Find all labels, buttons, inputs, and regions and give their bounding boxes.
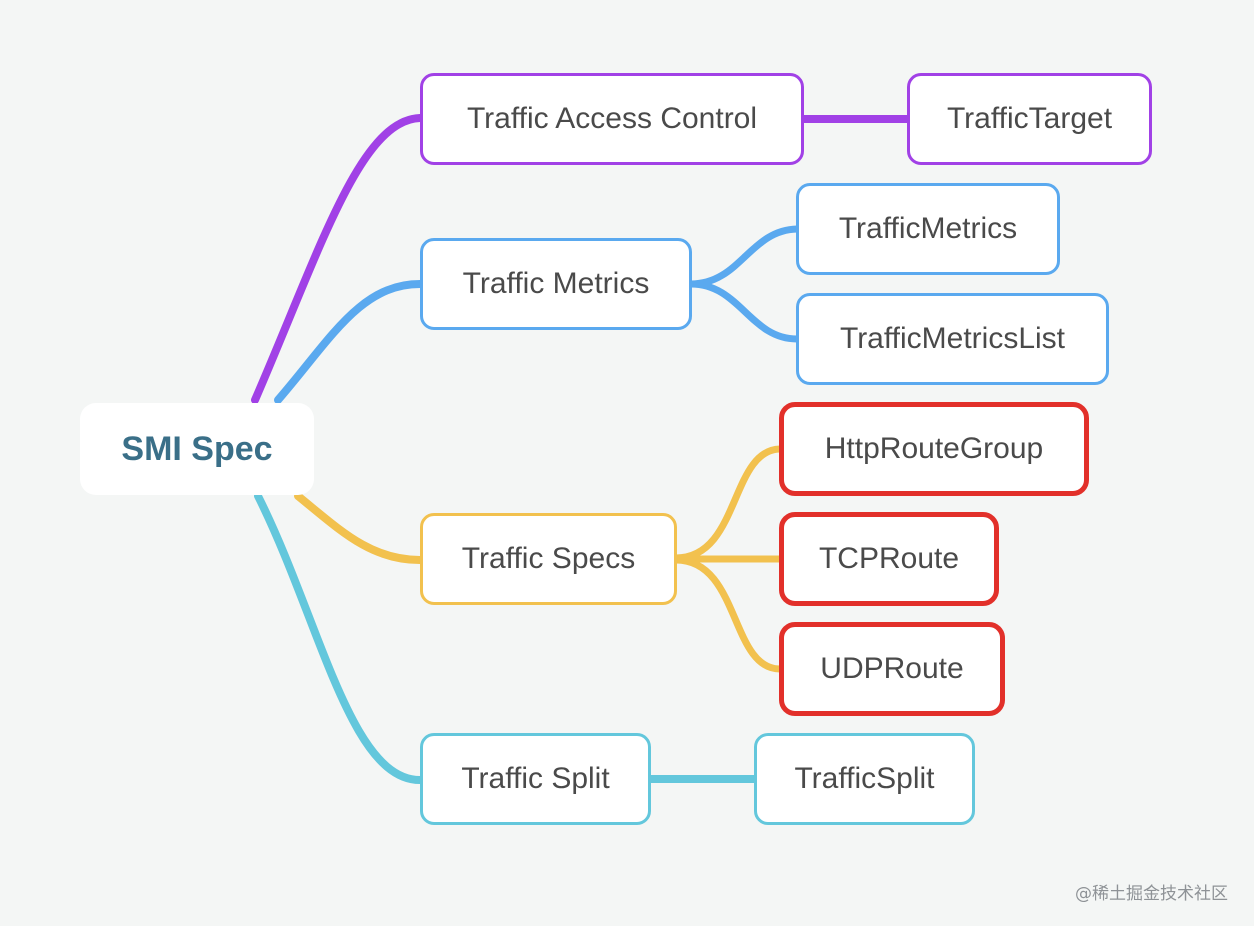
node-traffic-metrics[interactable]: Traffic Metrics bbox=[420, 238, 692, 330]
node-label: TrafficMetricsList bbox=[839, 322, 1066, 355]
node-traffic-split[interactable]: Traffic Split bbox=[420, 733, 651, 825]
node-label: TrafficTarget bbox=[946, 102, 1113, 135]
node-trafficmetricslist[interactable]: TrafficMetricsList bbox=[796, 293, 1109, 385]
node-udproute[interactable]: UDPRoute bbox=[779, 622, 1005, 716]
node-label: UDPRoute bbox=[820, 652, 964, 685]
node-trafficmetrics[interactable]: TrafficMetrics bbox=[796, 183, 1060, 275]
node-label: Traffic Split bbox=[461, 762, 610, 795]
edge-root-traffic-metrics bbox=[274, 280, 424, 404]
node-label: Traffic Specs bbox=[461, 542, 636, 575]
root-node[interactable]: SMI Spec bbox=[80, 403, 314, 495]
node-tcproute[interactable]: TCPRoute bbox=[779, 512, 999, 606]
edge-specs-udproute bbox=[675, 556, 781, 673]
node-traffictarget[interactable]: TrafficTarget bbox=[907, 73, 1152, 165]
node-label: HttpRouteGroup bbox=[824, 432, 1044, 465]
edge-root-traffic-specs bbox=[294, 492, 424, 564]
edge-root-traffic-access-control bbox=[251, 114, 424, 404]
node-label: TrafficMetrics bbox=[838, 212, 1018, 245]
edge-specs-httproutegroup bbox=[675, 445, 781, 562]
edge-root-traffic-split bbox=[254, 492, 424, 784]
node-label: TCPRoute bbox=[818, 542, 960, 575]
edge-metrics-trafficmetricslist bbox=[690, 280, 798, 343]
node-traffic-access-control[interactable]: Traffic Access Control bbox=[420, 73, 804, 165]
edge-metrics-trafficmetrics bbox=[690, 225, 798, 288]
node-label: Traffic Access Control bbox=[466, 102, 758, 135]
watermark: @稀土掘金技术社区 bbox=[1075, 884, 1228, 904]
node-traffic-specs[interactable]: Traffic Specs bbox=[420, 513, 677, 605]
node-trafficsplit[interactable]: TrafficSplit bbox=[754, 733, 975, 825]
node-label: Traffic Metrics bbox=[462, 267, 650, 300]
root-node-label: SMI Spec bbox=[121, 429, 273, 468]
node-httproutegroup[interactable]: HttpRouteGroup bbox=[779, 402, 1089, 496]
node-label: TrafficSplit bbox=[794, 762, 935, 795]
